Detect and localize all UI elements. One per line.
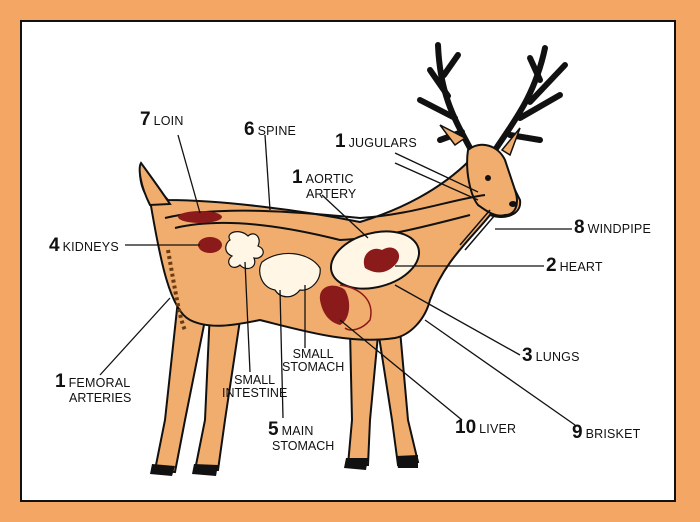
antlers	[420, 45, 565, 150]
label-small-stomach: SMALL STOMACH	[282, 348, 344, 374]
kidney-organ	[198, 237, 222, 253]
label-small-intestine: SMALL INTESTINE	[222, 374, 287, 400]
